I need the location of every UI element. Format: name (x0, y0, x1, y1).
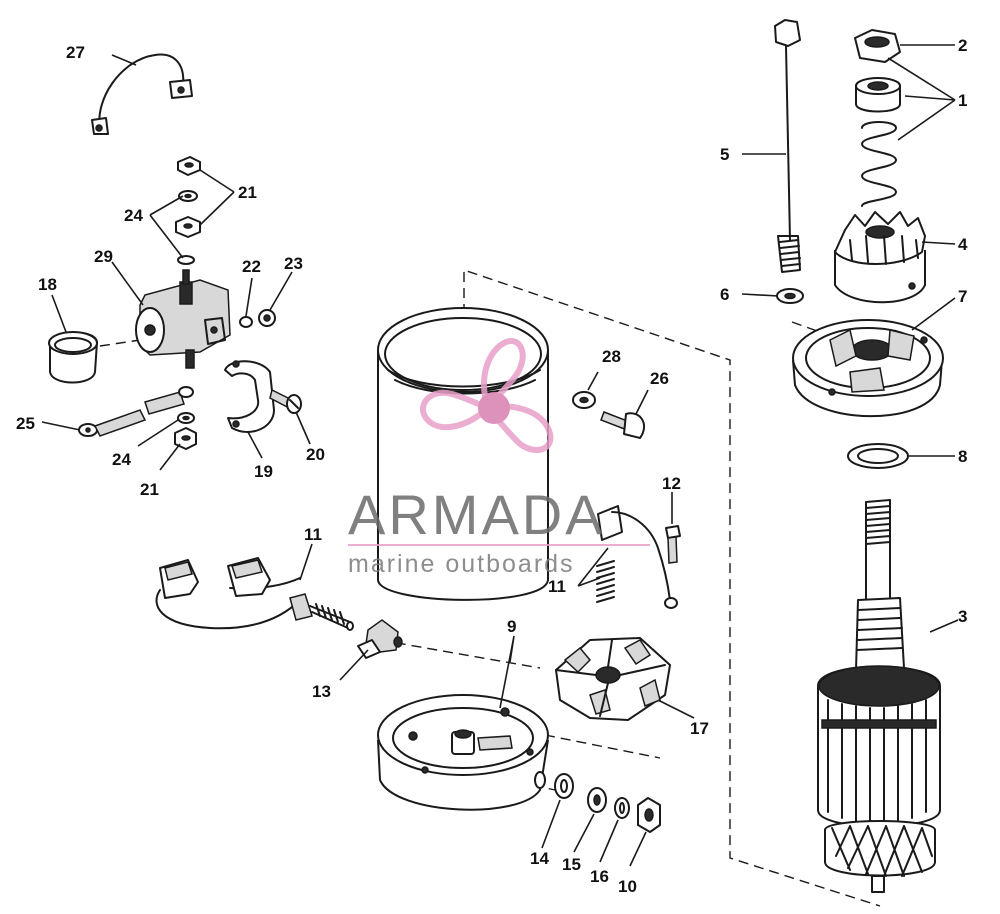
label-part-2: 2 (958, 36, 967, 55)
part-5-through-bolt (774, 19, 801, 273)
propeller-logo-icon (420, 338, 554, 453)
label-part-6: 6 (720, 285, 729, 304)
solenoid-group (135, 156, 276, 369)
label-part-8: 8 (958, 447, 967, 466)
part-3-armature (817, 499, 941, 893)
part-7-drive-end-cap (792, 319, 944, 418)
label-part-22: 22 (242, 257, 261, 276)
label-part-27: 27 (66, 43, 85, 62)
label-part-10: 10 (618, 877, 637, 896)
washer-nut-stack (554, 773, 661, 833)
label-part-17: 17 (690, 719, 709, 738)
part-28-26-bolt (572, 391, 645, 439)
label-part-15: 15 (562, 855, 581, 874)
part-17-brush-holder (555, 637, 671, 721)
label-part-21-top: 21 (238, 183, 257, 202)
label-part-11-right: 11 (548, 577, 566, 596)
commutator-end-cap (377, 694, 549, 811)
label-part-13: 13 (312, 682, 331, 701)
label-part-3: 3 (958, 607, 967, 626)
part-18-ring (48, 331, 98, 384)
label-part-7: 7 (958, 287, 967, 306)
part-4-pinion-gear (834, 211, 926, 304)
label-part-26: 26 (650, 369, 669, 388)
pinion-hardware (854, 29, 901, 207)
label-part-24-upper: 24 (124, 206, 143, 225)
label-part-20: 20 (306, 445, 325, 464)
label-part-16: 16 (590, 867, 609, 886)
part-6-washer (776, 288, 804, 304)
label-part-11-left: 11 (304, 525, 322, 544)
part-19-20-strap (224, 360, 302, 433)
watermark-subtitle: marine outboards (348, 550, 575, 578)
part-11-brushes (155, 557, 354, 631)
label-part-29: 29 (94, 247, 113, 266)
brush-spring-group (596, 505, 681, 609)
label-part-12: 12 (662, 474, 681, 493)
label-part-25: 25 (16, 414, 35, 433)
label-part-18: 18 (38, 275, 57, 294)
label-part-24: 24 (112, 450, 131, 469)
label-part-21-lower: 21 (140, 480, 159, 499)
label-part-9: 9 (507, 617, 516, 636)
label-part-14: 14 (530, 849, 549, 868)
watermark: ARMADA marine outboards (348, 338, 650, 578)
label-part-28: 28 (602, 347, 621, 366)
label-part-5: 5 (720, 145, 729, 164)
label-part-1: 1 (958, 91, 967, 110)
label-part-19: 19 (254, 462, 273, 481)
leader-lines (41, 44, 959, 867)
label-part-23: 23 (284, 254, 303, 273)
part-number-labels-extra: 21 26 28 11 (140, 347, 669, 596)
part-8-thrust-washer (847, 443, 909, 469)
label-part-4: 4 (958, 235, 968, 254)
watermark-title: ARMADA (348, 483, 606, 546)
part-13-insulator (357, 619, 403, 659)
part-27-cable (91, 53, 193, 135)
part-number-labels: 2 1 5 4 6 7 8 3 27 21 24 29 22 23 18 25 … (16, 36, 968, 896)
lower-stud-group (78, 386, 197, 450)
